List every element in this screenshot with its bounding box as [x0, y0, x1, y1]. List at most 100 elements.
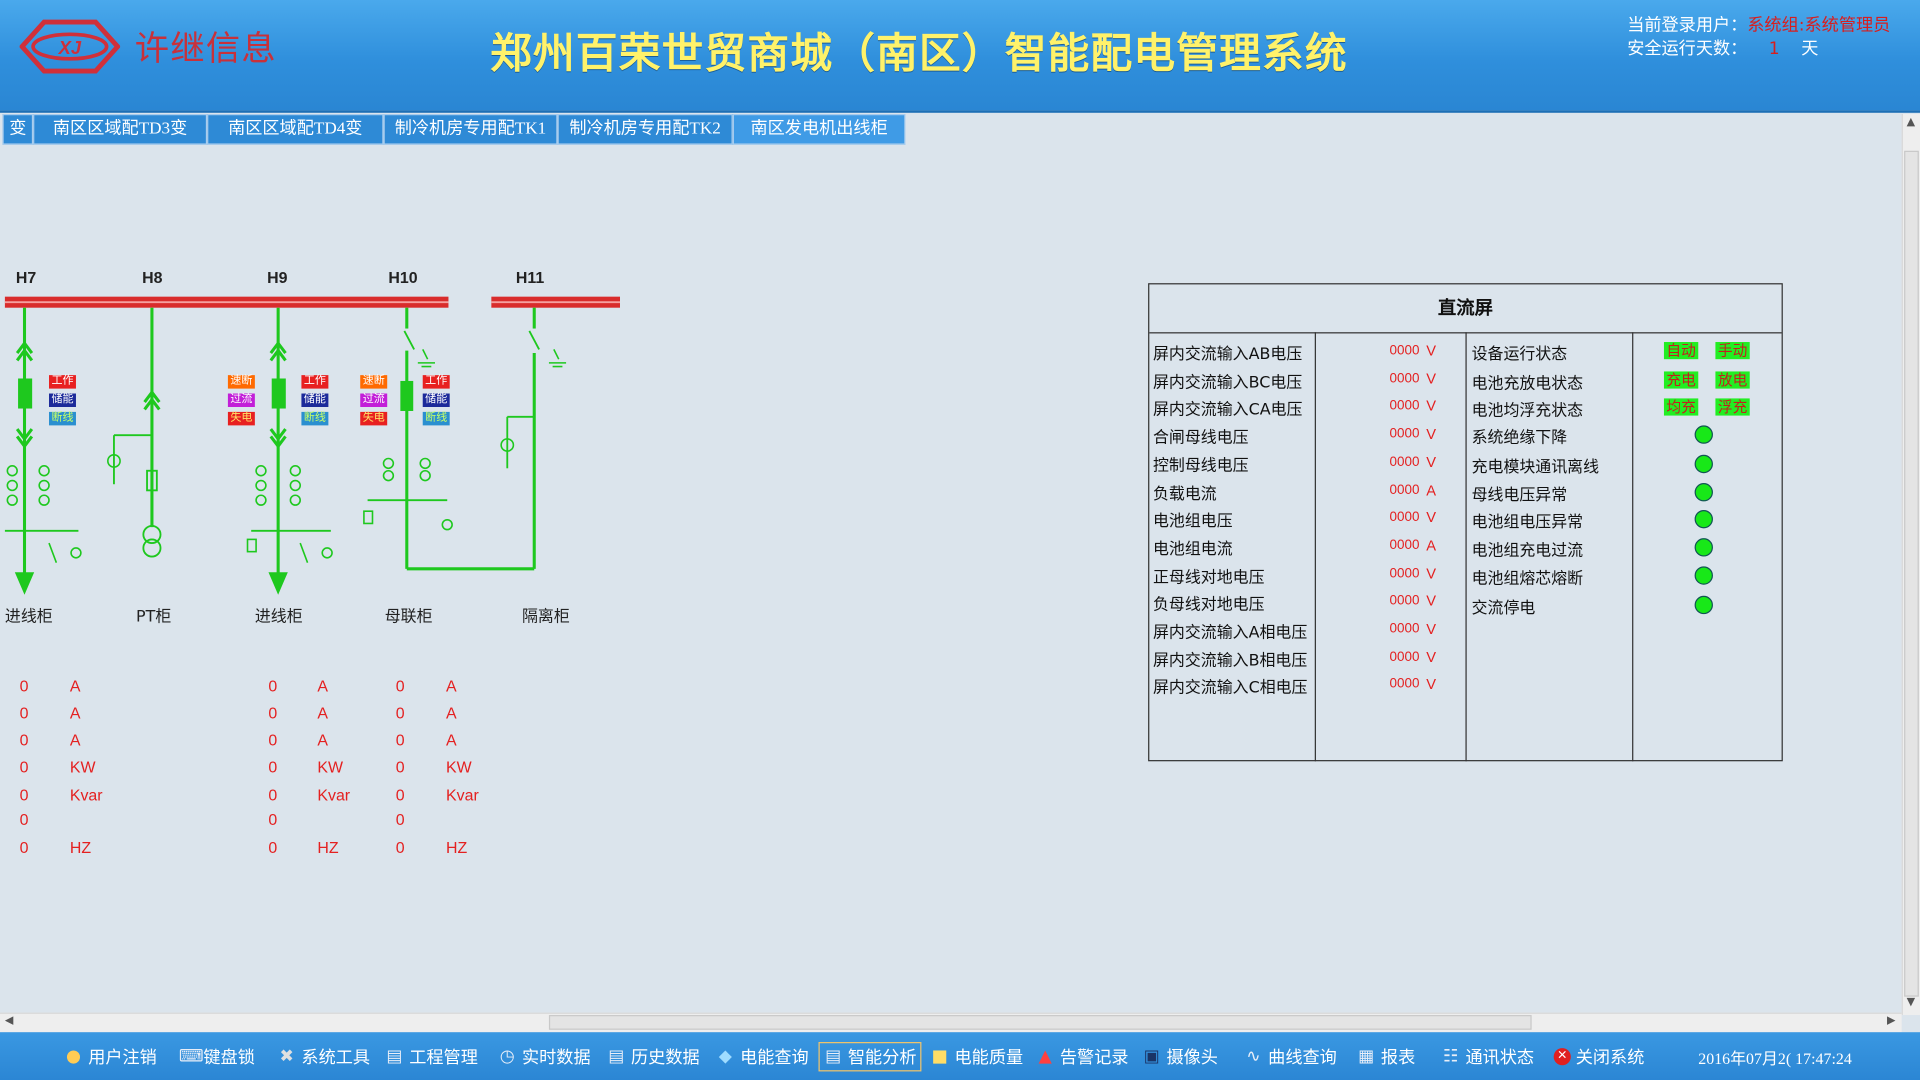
- project-manage-button[interactable]: ▤工程管理: [386, 1046, 478, 1068]
- measurement-unit: A: [317, 703, 328, 723]
- scroll-up-arrow[interactable]: ▲: [1906, 116, 1916, 129]
- status-led-icon: [1694, 509, 1713, 529]
- measurement-value: 0: [19, 703, 29, 723]
- measurement-value: 0: [395, 838, 405, 857]
- camera-button[interactable]: ▣摄像头: [1143, 1046, 1218, 1068]
- close-system-button[interactable]: ✕关闭系统: [1553, 1044, 1644, 1069]
- measurement-value: 0: [19, 730, 29, 750]
- busbar-right: [491, 296, 621, 308]
- tag-quick-h9: 速断: [227, 375, 255, 389]
- header-bar: XJ 许继信息 郑州百荣世贸商城（南区）智能配电管理系统 当前登录用户：系统组:…: [0, 0, 1920, 113]
- bottom-toolbar: ●用户注销 ⌨键盘锁 ✖系统工具 ▤工程管理 ◷实时数据 ▤历史数据 ◆电能查询…: [0, 1032, 1920, 1080]
- bus-label-h7: H7: [15, 268, 37, 287]
- status-led-icon: [1694, 454, 1713, 474]
- scroll-right-arrow[interactable]: ▶: [1886, 1015, 1896, 1028]
- dc-measurement-name: 负母线对地电压: [1153, 595, 1265, 615]
- days-value: 1: [1768, 39, 1780, 59]
- dc-state-indicator: 放电: [1715, 371, 1750, 389]
- measurement-unit: A: [69, 676, 81, 696]
- dc-state-indicator: 手动: [1715, 342, 1750, 360]
- measurement-value: 0: [395, 757, 405, 776]
- dc-measurement-unit: V: [1426, 565, 1437, 583]
- tab-generator[interactable]: 南区发电机出线柜: [732, 114, 906, 145]
- tab-td3[interactable]: 南区区域配TD3变: [33, 114, 208, 145]
- substation-tabs: 变 南区区域配TD3变 南区区域配TD4变 制冷机房专用配TK1 制冷机房专用配…: [2, 114, 906, 145]
- dc-measurement-name: 屏内交流输入B相电压: [1153, 652, 1308, 671]
- history-icon: ▤: [608, 1046, 625, 1067]
- dc-state-indicator: 浮充: [1715, 398, 1750, 416]
- comm-status-button[interactable]: ☷通讯状态: [1441, 1044, 1534, 1069]
- measurement-unit: Kvar: [446, 785, 479, 805]
- dc-measurement-name: 合闸母线电压: [1153, 429, 1249, 448]
- tab-tk2[interactable]: 制冷机房专用配TK2: [557, 114, 733, 145]
- dc-measurement-unit: V: [1426, 508, 1437, 526]
- measurement-value: 0: [395, 676, 405, 696]
- dc-measurement-unit: A: [1426, 536, 1437, 555]
- power-quality-button[interactable]: ■电能质量: [931, 1046, 1024, 1068]
- dc-status-name: 电池组熔芯熔断: [1471, 570, 1584, 589]
- smart-analysis-button[interactable]: ▤智能分析: [818, 1042, 922, 1072]
- dc-status-name: 交流停电: [1471, 599, 1536, 618]
- measurement-unit: Kvar: [317, 785, 351, 805]
- dc-measurement-unit: V: [1426, 453, 1437, 471]
- tab-prev-substation[interactable]: 变: [2, 114, 34, 145]
- login-label: 当前登录用户：: [1627, 15, 1748, 36]
- dc-measurement-name: 电池组电压: [1153, 512, 1233, 531]
- dc-measurement-value: 0000: [1389, 676, 1420, 692]
- dc-measurement-name: 电池组电流: [1153, 540, 1233, 560]
- scroll-down-arrow[interactable]: ▼: [1906, 996, 1916, 1009]
- company-logo: XJ: [19, 19, 121, 74]
- tab-td4[interactable]: 南区区域配TD4变: [207, 114, 384, 145]
- dc-measurement-value: 0000: [1389, 483, 1420, 498]
- scroll-left-arrow[interactable]: ◀: [4, 1015, 14, 1028]
- feeder-h11: [506, 307, 540, 569]
- feeder-h7: [4, 307, 79, 595]
- report-icon: ▦: [1358, 1046, 1375, 1067]
- energy-query-button[interactable]: ◆电能查询: [716, 1044, 809, 1069]
- logout-button[interactable]: ●用户注销: [64, 1044, 157, 1069]
- measurement-value: 0: [268, 676, 278, 696]
- realtime-icon: ◷: [499, 1046, 515, 1067]
- vertical-scroll-thumb[interactable]: [1904, 150, 1919, 997]
- curve-icon: ∿: [1246, 1046, 1261, 1067]
- tag-store-h10: 储能: [422, 393, 450, 407]
- measurement-unit: KW: [446, 757, 472, 776]
- tag-quick-h10: 速断: [360, 375, 388, 389]
- dc-measurement-value: 0000: [1389, 343, 1420, 358]
- dc-status-name: 电池均浮充状态: [1471, 402, 1584, 421]
- dc-divider: [1314, 332, 1316, 762]
- dc-status-name: 电池充放电状态: [1471, 375, 1584, 394]
- bus-label-h8: H8: [142, 268, 163, 287]
- alarm-record-button[interactable]: ▲告警记录: [1035, 1044, 1129, 1069]
- curve-query-button[interactable]: ∿曲线查询: [1244, 1044, 1337, 1069]
- horizontal-scroll-thumb[interactable]: [548, 1015, 1532, 1030]
- dc-measurement-value: 0000: [1389, 621, 1420, 637]
- busbar-left: [4, 296, 449, 308]
- measurement-value: 0: [395, 703, 405, 723]
- tab-tk1[interactable]: 制冷机房专用配TK1: [383, 114, 558, 145]
- realtime-data-button[interactable]: ◷实时数据: [497, 1044, 591, 1069]
- dc-measurement-value: 0000: [1389, 398, 1420, 414]
- cabinet-label-h8: PT柜: [136, 608, 172, 627]
- bus-label-h11: H11: [515, 268, 545, 287]
- tag-work-h7: 工作: [49, 375, 76, 389]
- system-tools-button[interactable]: ✖系统工具: [277, 1044, 371, 1069]
- tag-loss-h9: 失电: [227, 411, 255, 426]
- dc-status-name: 母线电压异常: [1471, 486, 1568, 506]
- keyboard-lock-button[interactable]: ⌨键盘锁: [178, 1046, 255, 1068]
- datetime-display: 2016年07月2( 17:47:24: [1698, 1049, 1852, 1068]
- dc-divider: [1465, 332, 1467, 762]
- horizontal-scrollbar[interactable]: ◀ ▶: [0, 1012, 1902, 1033]
- dc-measurement-name: 控制母线电压: [1153, 457, 1249, 476]
- dc-status-name: 电池组电压异常: [1471, 513, 1584, 533]
- history-data-button[interactable]: ▤历史数据: [608, 1046, 700, 1068]
- measurement-unit: A: [446, 730, 457, 750]
- dc-measurement-name: 屏内交流输入AB电压: [1153, 345, 1303, 365]
- report-button[interactable]: ▦报表: [1358, 1046, 1416, 1068]
- cabinet-label-h11: 隔离柜: [521, 608, 570, 627]
- measurement-unit: A: [446, 703, 457, 723]
- dc-measurement-name: 屏内交流输入C相电压: [1153, 679, 1308, 698]
- measurement-value: 0: [19, 838, 29, 857]
- vertical-scrollbar[interactable]: ▲ ▼: [1901, 114, 1920, 1016]
